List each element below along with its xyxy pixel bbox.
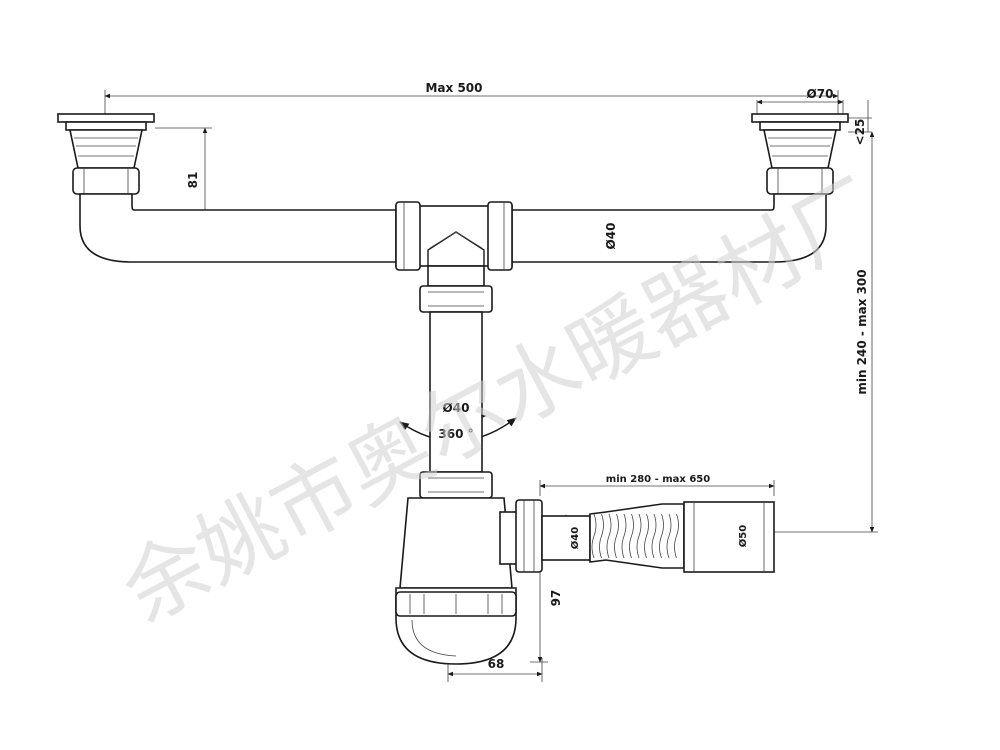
hose-rib bbox=[659, 513, 664, 559]
hose-rib bbox=[621, 513, 627, 559]
pipe-diameter-label: Ø40 bbox=[604, 223, 618, 250]
left-elbow bbox=[79, 193, 399, 263]
hose-rib bbox=[666, 513, 672, 559]
t-junction bbox=[395, 201, 513, 271]
hose-length-label: min 280 - max 650 bbox=[606, 474, 710, 485]
hose-rib bbox=[606, 513, 612, 559]
height-range-label: min 240 - max 300 bbox=[855, 269, 869, 394]
hose-rib bbox=[644, 513, 649, 559]
rotation-label: 360 ° bbox=[438, 427, 473, 441]
trap-width-label: 68 bbox=[488, 657, 505, 671]
right-outlet bbox=[751, 113, 849, 195]
drop-label: 81 bbox=[186, 172, 200, 189]
hose-rib bbox=[629, 513, 634, 559]
hose-rib bbox=[599, 513, 604, 559]
dimension-labels: Max 500 Ø70 <25 81 Ø40 min 240 - max 300… bbox=[186, 81, 869, 671]
hose-rib bbox=[636, 513, 642, 559]
hose-outlet-diameter-label: Ø50 bbox=[737, 525, 749, 547]
hose-inlet-diameter-label: Ø40 bbox=[569, 527, 581, 549]
hose-rib bbox=[591, 513, 597, 559]
bottle-trap bbox=[395, 497, 543, 665]
hose-rib bbox=[651, 513, 657, 559]
flexible-hose bbox=[541, 501, 775, 573]
vertical-pipe-diameter-label: Ø40 bbox=[443, 401, 470, 415]
left-outlet bbox=[57, 113, 155, 195]
trap-height-label: 97 bbox=[549, 590, 563, 607]
depth-label: <25 bbox=[853, 119, 867, 146]
hose-rib bbox=[674, 513, 679, 559]
outlet-diameter-label: Ø70 bbox=[807, 87, 834, 101]
vertical-pipe bbox=[419, 265, 493, 499]
max-width-label: Max 500 bbox=[425, 81, 482, 95]
hose-rib bbox=[614, 513, 619, 559]
